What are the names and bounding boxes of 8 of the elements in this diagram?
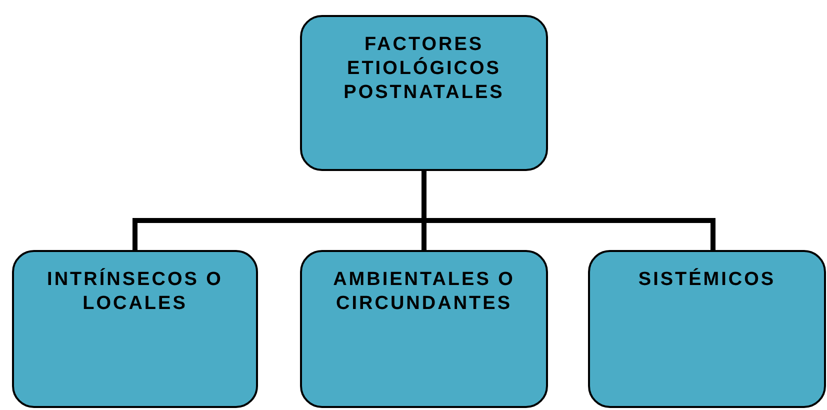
- process-box: [300, 15, 548, 171]
- box-label: FACTORES ETIOLÓGICOS POSTNATALES: [342, 33, 506, 105]
- process-box: [588, 250, 826, 408]
- box-label: SISTÉMICOS: [637, 268, 777, 292]
- process-box: [12, 250, 258, 408]
- box-label: INTRÍNSECOS O LOCALES: [46, 268, 224, 316]
- box-label: AMBIENTALES O CIRCUNDANTES: [332, 268, 516, 316]
- process-box: [300, 250, 548, 408]
